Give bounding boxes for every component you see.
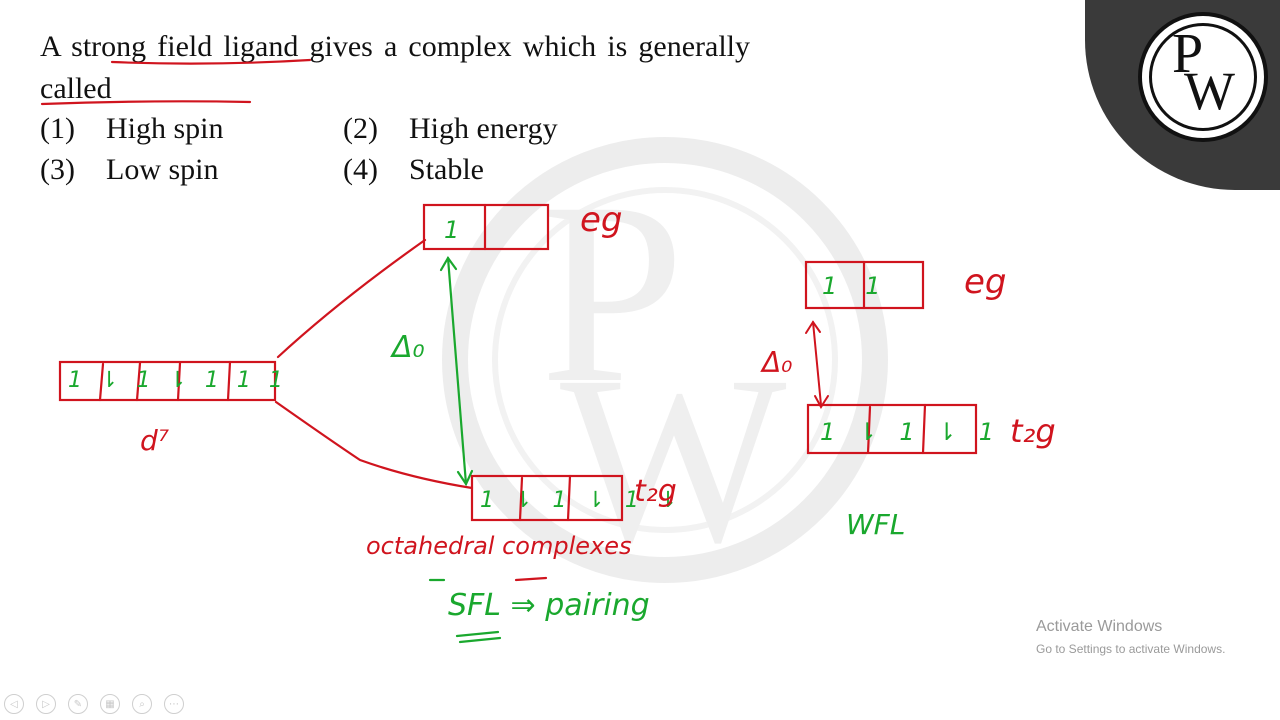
option-3: (3) Low spin xyxy=(40,153,219,187)
previous-slide-icon[interactable]: ◁ xyxy=(4,694,24,714)
sfl-t2g-electrons: 1⇂1⇂1⇂ xyxy=(480,488,697,513)
delta-arrow-right xyxy=(812,321,822,406)
delta-o-left: Δ₀ xyxy=(392,330,425,365)
option-number: (2) xyxy=(343,112,378,145)
wfl-t2g-box-row xyxy=(806,403,978,455)
electron-label: 1⇂ xyxy=(624,488,698,513)
underline-strong-field-ligand xyxy=(110,58,312,65)
wfl-eg-label: eg xyxy=(964,262,1007,302)
option-2: (2) High energy xyxy=(343,112,558,146)
zoom-icon[interactable]: ⌕ xyxy=(132,694,152,714)
electron-label: 1⇂ xyxy=(136,368,205,393)
delta-o-right: Δ₀ xyxy=(762,346,793,379)
electron-label: 1 xyxy=(865,272,909,300)
sfl-eg-label: eg xyxy=(580,200,623,240)
option-text: High energy xyxy=(409,112,558,145)
split-line-up xyxy=(276,238,427,359)
pw-logo: P W xyxy=(1138,12,1268,142)
svg-text:W: W xyxy=(560,326,787,592)
sfl-t2g-box-row xyxy=(470,474,624,522)
electron-label: 1 xyxy=(978,418,1017,446)
pen-tool-icon[interactable]: ✎ xyxy=(68,694,88,714)
logo-letter-p: P xyxy=(1172,23,1204,85)
question-text: A strong field ligand gives a complex wh… xyxy=(40,30,750,105)
electron-label: 1⇂ xyxy=(480,488,553,513)
option-number: (1) xyxy=(40,112,75,145)
next-slide-icon[interactable]: ▷ xyxy=(36,694,56,714)
wfl-eg-electrons: 11 xyxy=(822,272,909,300)
sfl-t2g-label: t₂g xyxy=(634,474,677,509)
d7-box-row xyxy=(58,360,277,402)
electron-label: 1⇂ xyxy=(68,368,137,393)
slides-grid-icon[interactable]: ▦ xyxy=(100,694,120,714)
option-4: (4) Stable xyxy=(343,153,484,187)
electron-label: 1 xyxy=(268,368,301,393)
electron-label: 1⇂ xyxy=(820,418,900,446)
activate-subtitle: Go to Settings to activate Windows. xyxy=(1036,642,1226,656)
activate-windows-watermark: Activate Windows Go to Settings to activ… xyxy=(1036,618,1225,656)
logo-ring xyxy=(1149,23,1257,131)
sfl-eg-electron: 1 xyxy=(444,216,460,244)
electron-label: 1 xyxy=(822,272,866,300)
split-line-down xyxy=(274,400,474,490)
option-number: (4) xyxy=(343,153,378,186)
electron-label: 1⇂ xyxy=(552,488,625,513)
option-text: Stable xyxy=(409,153,484,186)
wfl-t2g-electrons: 1⇂1⇂1 xyxy=(820,418,1016,446)
svg-text:P: P xyxy=(540,149,685,437)
electron-label: 1 xyxy=(236,368,269,393)
sfl-pairing-note: SFL ⇒ pairing xyxy=(448,588,650,623)
logo-letter-w: W xyxy=(1184,61,1235,121)
activate-title: Activate Windows xyxy=(1036,618,1163,635)
wfl-t2g-label: t₂g xyxy=(1010,412,1056,450)
underline-generally-called xyxy=(40,100,252,106)
d7-electrons: 1⇂1⇂111 xyxy=(68,368,301,393)
electron-label: 1 xyxy=(204,368,237,393)
d7-label: d⁷ xyxy=(140,424,169,457)
option-number: (3) xyxy=(40,153,75,186)
electron-label: 1⇂ xyxy=(899,418,979,446)
option-text: High spin xyxy=(106,112,224,145)
octahedral-note: octahedral complexes xyxy=(366,532,632,560)
option-text: Low spin xyxy=(106,153,219,186)
delta-arrow-left xyxy=(446,256,468,486)
more-options-icon[interactable]: ⋯ xyxy=(164,694,184,714)
wfl-note: WFL xyxy=(846,508,906,541)
option-1: (1) High spin xyxy=(40,112,224,146)
